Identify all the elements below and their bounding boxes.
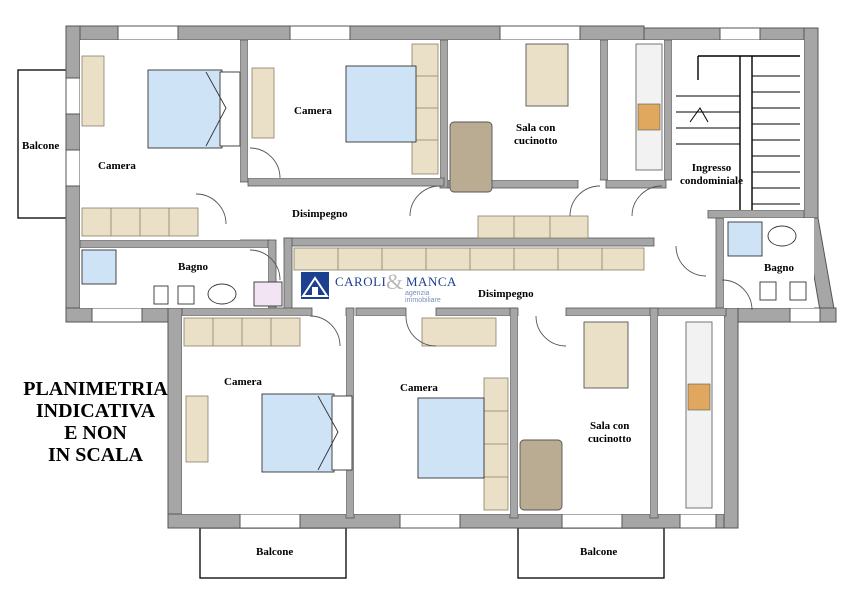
room-label-line: Sala con <box>515 122 556 134</box>
room-label-camera-3: Camera <box>224 376 262 388</box>
scale-disclaimer-line: IN SCALA <box>47 444 144 466</box>
scale-disclaimer: PLANIMETRIA INDICATIVA E NON IN SCALA <box>8 378 183 466</box>
balcone-left-slab <box>17 69 69 219</box>
tables <box>525 43 629 389</box>
bathroom-fixtures <box>81 221 807 307</box>
scale-disclaimer-line: PLANIMETRIA <box>23 378 168 400</box>
staircase <box>676 55 800 210</box>
room-label-sala-bottom: Sala con cucinotto <box>588 420 631 446</box>
agency-logo: CAROLI & MANCA agenzia immobiliare <box>298 269 466 304</box>
logo-ampersand: & <box>386 269 404 294</box>
logo-mark-icon <box>301 272 329 299</box>
room-label-camera-2: Camera <box>294 105 332 117</box>
room-label-line: cucinotto <box>588 433 632 445</box>
room-label-disimpegno-mid: Disimpegno <box>478 288 534 300</box>
room-label-line: cucinotto <box>514 135 558 147</box>
logo-subtitle: agenzia immobiliare <box>405 290 441 304</box>
room-label-bagno-left: Bagno <box>178 261 208 273</box>
room-label-line: Ingresso <box>691 162 732 174</box>
room-label-balcone-left: Balcone <box>22 140 60 152</box>
logo-caroli-text: CAROLI <box>335 274 387 289</box>
logo-manca-text: MANCA <box>406 274 457 289</box>
kitchens <box>635 43 713 509</box>
balcone-bottom-1-slab <box>199 527 347 579</box>
room-label-balcone-bottom-2: Balcone <box>580 546 618 558</box>
room-label-ingresso: Ingresso condominiale <box>680 162 743 188</box>
room-label-line: Sala con <box>589 420 630 432</box>
sofas <box>449 121 563 511</box>
wardrobes <box>81 43 645 511</box>
room-label-balcone-bottom-1: Balcone <box>256 546 294 558</box>
room-label-line: condominiale <box>680 175 743 187</box>
room-label-camera-4: Camera <box>400 382 438 394</box>
beds <box>147 65 485 479</box>
doors <box>195 147 753 347</box>
room-label-sala-top: Sala con cucinotto <box>514 122 557 148</box>
windows <box>65 25 821 529</box>
scale-disclaimer-line: INDICATIVA <box>35 400 156 422</box>
room-label-camera-1: Camera <box>98 160 136 172</box>
room-label-disimpegno-top: Disimpegno <box>292 208 348 220</box>
scale-disclaimer-line: E NON <box>64 422 127 444</box>
room-label-bagno-right: Bagno <box>764 262 794 274</box>
